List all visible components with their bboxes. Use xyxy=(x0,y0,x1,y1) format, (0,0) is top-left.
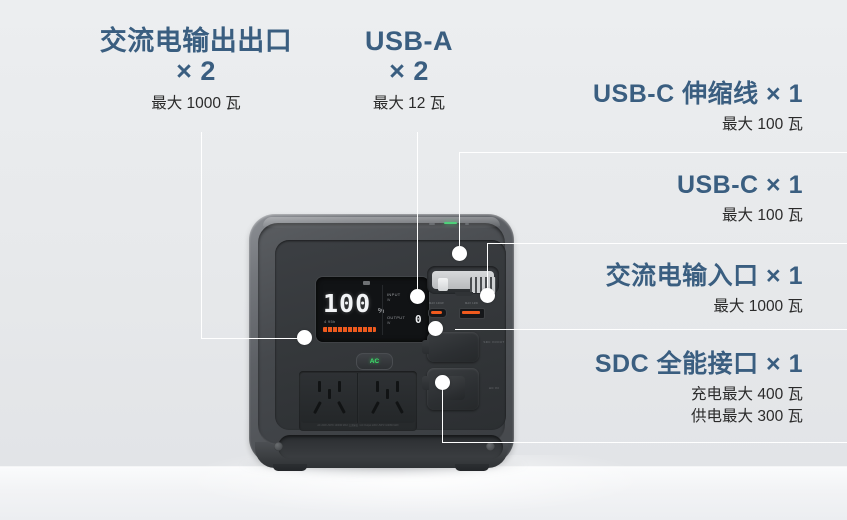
usb-c-retractable-title: USB-C 伸缩线 × 1 xyxy=(592,80,803,108)
dot-ac-input xyxy=(428,321,443,336)
power-led-icon xyxy=(444,222,457,224)
input-unit: W xyxy=(387,298,391,302)
battery-percent-value: 100 xyxy=(323,289,372,318)
leader-usbc-v xyxy=(487,243,488,296)
lcd-indicator-icon xyxy=(363,281,370,285)
leader-ac-output-v xyxy=(201,132,202,338)
ac-button-label: AC xyxy=(369,358,380,365)
ac-output-count: × 2 xyxy=(176,56,216,87)
leader-sdc-h xyxy=(442,442,847,443)
usb-c-retractable-spec: 最大 100 瓦 xyxy=(722,116,803,133)
annotation-usb-c: USB-C × 1 最大 100 瓦 xyxy=(447,171,803,227)
output-unit: W xyxy=(387,321,391,325)
usb-a-port[interactable] xyxy=(459,308,485,319)
input-label: INPUT xyxy=(387,292,401,297)
battery-level-bar xyxy=(323,327,376,332)
battery-runtime-text: 4 95h xyxy=(324,319,336,324)
dot-usb-c xyxy=(480,288,495,303)
ac-power-button[interactable]: AC xyxy=(356,353,393,370)
ac-outlet-left xyxy=(301,373,357,423)
usb-a-count: × 2 xyxy=(389,56,429,87)
front-bezel: 100 % 4 95h INPUT W 0 OUTPUT W 0 AC xyxy=(258,223,506,459)
leader-ac-input-h xyxy=(455,329,847,330)
leader-usbc-retract-v xyxy=(459,152,460,253)
annotation-usb-c-retractable: USB-C 伸缩线 × 1 最大 100 瓦 xyxy=(447,80,803,136)
handle-recess xyxy=(278,435,503,459)
cable-connector-head xyxy=(438,278,448,291)
dot-ac-output xyxy=(297,330,312,345)
ac-input-title: 交流电输入口 × 1 xyxy=(605,262,803,290)
cable-release-tab[interactable] xyxy=(455,292,473,296)
dot-usb-a xyxy=(410,289,425,304)
front-panel: 100 % 4 95h INPUT W 0 OUTPUT W 0 AC xyxy=(275,240,506,431)
usb-a-spec: 最大 12 瓦 xyxy=(372,95,446,113)
usb-c-insert xyxy=(431,311,442,314)
sdc-cover-tab xyxy=(422,340,429,354)
ac-input-spec: 最大 1000 瓦 xyxy=(713,298,803,315)
annotation-ac-input: 交流电输入口 × 1 最大 1000 瓦 xyxy=(447,262,803,318)
lcd-divider xyxy=(382,285,383,335)
annotation-usb-a: USB-A × 2 最大 12 瓦 xyxy=(339,26,479,116)
usb-c-port[interactable] xyxy=(428,308,447,318)
sdc-port-text: SDC IN/OUT xyxy=(483,340,505,344)
usb-c-title: USB-C × 1 xyxy=(676,171,803,199)
ac-output-title: 交流电输出出口 xyxy=(99,26,293,56)
usbc-port-label: MAX 100W xyxy=(429,302,444,305)
ac-input-port-text: AC IN xyxy=(488,386,499,390)
output-label: OUTPUT xyxy=(387,315,406,320)
ac-outlet-group: AC 220V~50Hz 1000W MAX 交流输出 / AC Output … xyxy=(299,371,417,431)
usb-a-insert xyxy=(462,311,480,314)
top-highlight xyxy=(263,217,500,229)
annotation-sdc: SDC 全能接口 × 1 充电最大 400 瓦 供电最大 300 瓦 xyxy=(447,350,803,429)
dot-usbc-retractable xyxy=(452,246,467,261)
usb-port-row: MAX 100W MAX 12W xyxy=(427,302,499,320)
status-led-dot-left xyxy=(429,223,435,225)
leader-sdc-v xyxy=(442,385,443,443)
leader-ac-output-h xyxy=(201,338,305,339)
screw-left xyxy=(274,442,283,451)
sdc-spec-output: 供电最大 300 瓦 xyxy=(691,408,803,426)
sdc-spec-charge: 充电最大 400 瓦 xyxy=(691,386,803,403)
leader-usb-a-v xyxy=(417,132,418,297)
annotation-ac-output: 交流电输出出口 × 2 最大 1000 瓦 xyxy=(96,26,296,116)
sdc-title: SDC 全能接口 × 1 xyxy=(594,350,803,378)
outlet-fineprint: AC 220V~50Hz 1000W MAX 交流输出 / AC Output … xyxy=(317,424,399,427)
sdc-port-cover[interactable] xyxy=(422,332,479,362)
dot-sdc xyxy=(435,375,450,390)
usb-a-title: USB-A xyxy=(365,26,453,56)
usb-c-spec: 最大 100 瓦 xyxy=(722,207,803,224)
status-led-dot-right xyxy=(465,223,469,225)
ac-input-cover-tab xyxy=(422,376,429,390)
screw-right xyxy=(486,442,495,451)
usba-port-label: MAX 12W xyxy=(465,302,479,305)
device-foot-left xyxy=(273,464,307,471)
lcd-display: 100 % 4 95h INPUT W 0 OUTPUT W 0 xyxy=(316,277,429,342)
leader-usbc-h xyxy=(487,243,847,244)
battery-percent-unit: % xyxy=(378,308,384,315)
device-foot-right xyxy=(455,464,489,471)
leader-usbc-retract-h xyxy=(459,152,847,153)
power-station-device: 100 % 4 95h INPUT W 0 OUTPUT W 0 AC xyxy=(249,214,514,471)
output-value: 0 xyxy=(415,313,422,326)
ac-outlet-right xyxy=(359,373,415,423)
ac-output-spec: 最大 1000 瓦 xyxy=(151,95,241,113)
